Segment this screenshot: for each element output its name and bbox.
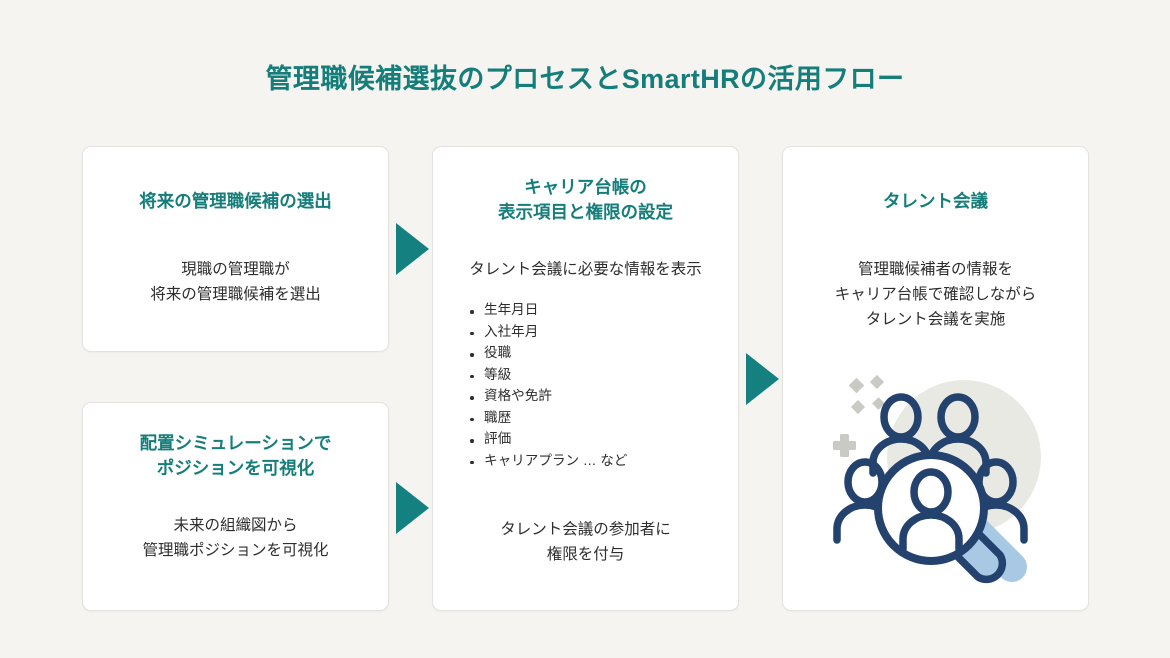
card-placement-simulation-title: 配置シミュレーションで ポジションを可視化 bbox=[139, 433, 332, 479]
magnifier-lens bbox=[874, 451, 988, 565]
arrow-simulation-to-ledger bbox=[396, 482, 429, 534]
card-career-ledger-footer: タレント会議の参加者に 権限を付与 bbox=[500, 521, 671, 564]
card-career-ledger-title: キャリア台帳の 表示項目と権限の設定 bbox=[498, 177, 673, 223]
arrow-ledger-to-meeting bbox=[746, 353, 779, 405]
list-item: 生年月日 bbox=[467, 303, 727, 325]
sparkle-icon bbox=[848, 374, 885, 415]
card-placement-simulation: 配置シミュレーションで ポジションを可視化 未来の組織図から 管理職ポジションを… bbox=[82, 402, 389, 611]
list-item: 資格や免許 bbox=[467, 389, 727, 411]
list-item: 等級 bbox=[467, 367, 727, 390]
card-talent-meeting-title: タレント会議 bbox=[883, 191, 988, 211]
card-career-ledger: キャリア台帳の 表示項目と権限の設定 タレント会議に必要な情報を表示 生年月日 … bbox=[432, 146, 739, 611]
card-career-ledger-subtitle: タレント会議に必要な情報を表示 bbox=[469, 261, 702, 278]
list-item: 役職 bbox=[467, 346, 727, 368]
card-placement-simulation-body: 未来の組織図から 管理職ポジションを可視化 bbox=[142, 517, 329, 560]
arrow-select-to-ledger bbox=[396, 223, 429, 275]
card-talent-meeting: タレント会議 管理職候補者の情報を キャリア台帳で確認しながら タレント会議を実… bbox=[782, 146, 1089, 611]
list-item: 入社年月 bbox=[467, 324, 727, 347]
people-search-illustration bbox=[833, 374, 1041, 584]
card-select-candidates-body: 現職の管理職が 将来の管理職候補を選出 bbox=[150, 261, 321, 304]
page-title: 管理職候補選抜のプロセスとSmartHRの活用フロー bbox=[265, 64, 905, 94]
card-select-candidates: 将来の管理職候補の選出 現職の管理職が 将来の管理職候補を選出 bbox=[82, 146, 389, 352]
list-item: 職歴 bbox=[467, 410, 727, 433]
plus-icon bbox=[833, 434, 856, 457]
career-ledger-item-list: 生年月日 入社年月 役職 等級 資格や免許 職歴 評価 キャリアプラン … など bbox=[467, 303, 727, 475]
card-talent-meeting-body: 管理職候補者の情報を キャリア台帳で確認しながら タレント会議を実施 bbox=[834, 261, 1037, 329]
card-select-candidates-title: 将来の管理職候補の選出 bbox=[139, 191, 332, 211]
list-item: キャリアプラン … など bbox=[467, 453, 727, 476]
list-item: 評価 bbox=[467, 432, 727, 454]
person-icon-in-lens bbox=[899, 468, 963, 553]
